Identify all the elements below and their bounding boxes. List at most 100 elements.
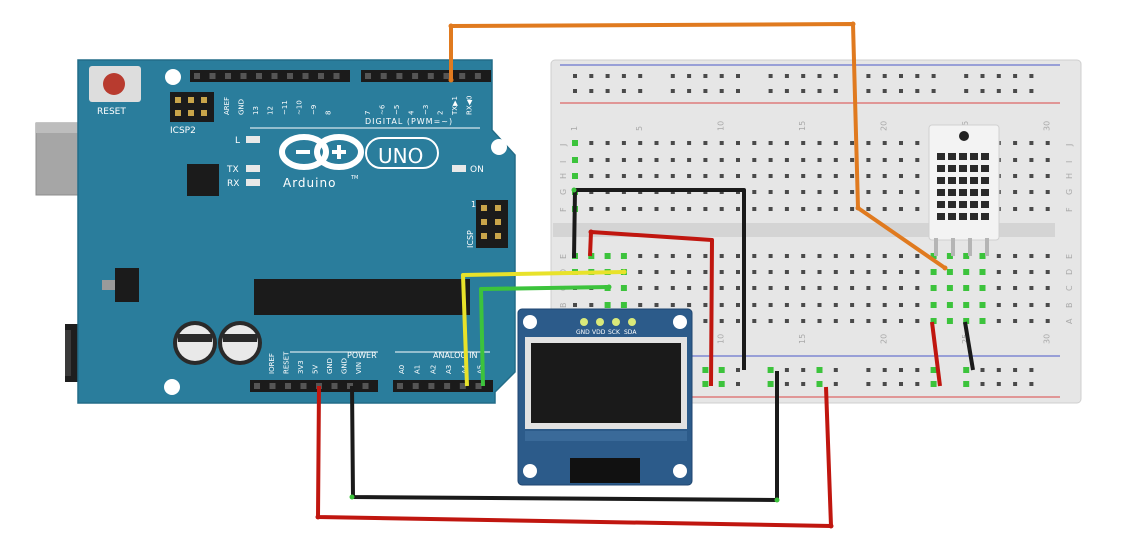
digital-pin-label: TX▶1 [451, 96, 459, 116]
wire-red-sensor [930, 321, 942, 387]
breadboard-row-letter: I [1065, 161, 1074, 163]
breadboard-row-letter: J [559, 144, 568, 147]
analog-pin-label: A3 [445, 365, 453, 374]
wires [315, 21, 975, 529]
analog-header-label: ANALOG IN [433, 351, 478, 360]
led-on [452, 165, 466, 172]
breadboard-column-number: 15 [798, 121, 807, 131]
wire-black-gnd-rail [572, 188, 746, 370]
digital-pin-label: GND [238, 99, 246, 115]
digital-pin-label: 8 [325, 111, 333, 115]
digital-pin-label: ~10 [296, 100, 304, 115]
oled-pin-label: SCK [608, 329, 621, 336]
oled-screen [531, 343, 681, 423]
digital-pin-label: ~6 [379, 104, 387, 115]
oled-pin [580, 318, 588, 326]
breadboard-row-letter: J [1065, 144, 1074, 147]
breadboard-row-letter: E [1065, 254, 1074, 259]
oled-pin-label: GND [576, 329, 590, 336]
breadboard-column-number: 10 [717, 334, 726, 344]
breadboard-row-letter: B [1065, 303, 1074, 309]
breadboard-row-letter: A [1065, 318, 1074, 324]
breadboard-row-letter: I [559, 161, 568, 163]
digital-pin-label: ~11 [281, 100, 289, 115]
digital-pin-label: 7 [364, 111, 372, 115]
mounting-hole [164, 379, 180, 395]
wire-yellow [461, 270, 625, 387]
wire-black-arduino-gnd [350, 371, 779, 502]
capacitor [218, 321, 262, 365]
brand-label: Arduino [283, 176, 336, 190]
breadboard-row-letter: H [1065, 173, 1074, 179]
digital-pin-label: ~3 [422, 105, 430, 115]
breadboard-column-number: 20 [880, 121, 889, 131]
breadboard-row-letter: B [559, 303, 568, 309]
power-pin-label: 5V [312, 365, 320, 374]
mounting-hole [491, 139, 507, 155]
voltage-regulator [115, 268, 139, 302]
reset-button[interactable] [89, 66, 141, 102]
breadboard-row-letter: E [559, 254, 568, 259]
power-pin-label: VIN [355, 362, 363, 374]
digital-pin-label: ~5 [393, 105, 401, 115]
digital-pin-label: 2 [437, 111, 445, 115]
icsp-label: ICSP [466, 230, 475, 248]
breadboard-column-number: 5 [635, 126, 644, 131]
oled-pin [596, 318, 604, 326]
digital-pin-label: 13 [252, 106, 260, 115]
oled-pin [612, 318, 620, 326]
usb-chip [187, 164, 219, 196]
wire-red-arduino-5v [316, 385, 833, 528]
icsp2-label: ICSP2 [170, 126, 196, 136]
wire-green [479, 285, 610, 387]
led-tx-label: TX [226, 165, 239, 175]
atmega-chip [254, 279, 470, 315]
mounting-hole [165, 69, 181, 85]
breadboard-column-number: 10 [717, 121, 726, 131]
analog-pin-label: A2 [429, 365, 437, 374]
header-holes [175, 73, 501, 389]
digital-pin-label: ~9 [310, 105, 318, 115]
digital-header-label: DIGITAL (PWM=~) [365, 117, 453, 126]
icsp2-header [170, 92, 214, 122]
trademark-label: TM [350, 175, 358, 181]
led-rx [246, 179, 260, 186]
analog-pin-label: A1 [414, 365, 422, 374]
oled-pin-label: SDA [624, 329, 637, 336]
power-pin-label: 3V3 [297, 360, 305, 374]
digital-pin-label: AREF [223, 97, 231, 115]
capacitor [173, 321, 217, 365]
digital-pin-labels: AREF GND 13 12 ~11 ~10 ~9 8 7 ~6 ~5 4 ~3 2 TX▶1 RX◀0 [223, 96, 474, 117]
breadboard-column-number: 25 [961, 334, 970, 344]
model-label: UNO [378, 144, 423, 168]
led-on-label: ON [470, 165, 484, 175]
icsp-header [476, 200, 508, 248]
led-tx [246, 165, 260, 172]
icsp-pin1-label: 1 [471, 200, 476, 209]
breadboard-row-letter: D [1065, 269, 1074, 275]
analog-pin-label: A0 [398, 365, 406, 374]
breadboard-column-number: 15 [798, 334, 807, 344]
breadboard-column-number: 30 [1043, 121, 1052, 131]
breadboard-column-number: 1 [570, 126, 579, 131]
oled-pin-label: VDD [592, 329, 606, 336]
breadboard-row-letter: F [559, 207, 568, 212]
dht-sensor [928, 124, 1000, 256]
digital-pin-label: RX◀0 [466, 96, 474, 116]
digital-header-right [361, 70, 491, 82]
digital-pin-label: 4 [408, 110, 416, 115]
power-pin-label: RESET [283, 351, 291, 374]
power-pin-label: IOREF [268, 353, 276, 374]
led-l [246, 136, 260, 143]
digital-pin-label: 12 [267, 106, 275, 115]
breadboard-row-letter: F [1065, 207, 1074, 212]
wire-red-vcc-rail [588, 230, 714, 387]
breadboard-row-letter: H [559, 173, 568, 179]
power-pin-label: GND [341, 358, 349, 374]
power-header-label: POWER [347, 351, 377, 360]
wire-black-sensor [963, 321, 975, 371]
led-rx-label: RX [227, 179, 239, 189]
arduino-logo [279, 134, 439, 170]
